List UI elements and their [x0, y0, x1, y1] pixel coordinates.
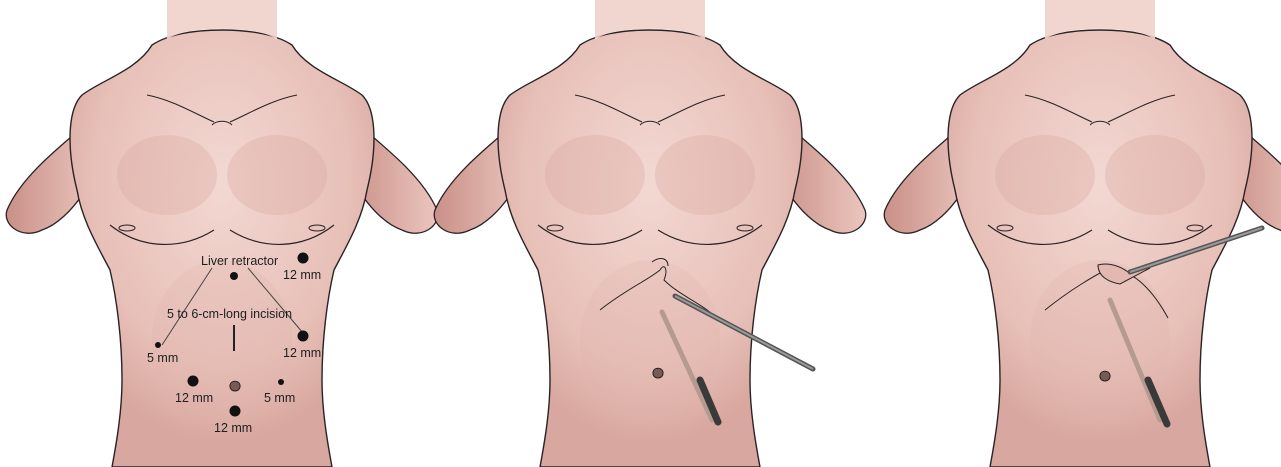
panel-instrument-view-2 [884, 0, 1281, 467]
label-port-lower-right: 5 mm [264, 391, 295, 405]
label-port-upper-right: 12 mm [283, 268, 321, 282]
port-upper-right [298, 253, 309, 264]
port-lower-left [188, 376, 199, 387]
label-port-left: 5 mm [147, 351, 178, 365]
port-liver-retractor [230, 272, 238, 280]
panel-port-placement: Liver retractor 12 mm 5 to 6-cm-long inc… [6, 0, 438, 467]
label-port-bottom: 12 mm [214, 421, 252, 435]
label-port-lower-left: 12 mm [175, 391, 213, 405]
panel-instrument-view-1 [434, 0, 866, 467]
label-liver-retractor: Liver retractor [201, 254, 278, 268]
label-incision: 5 to 6-cm-long incision [167, 307, 292, 321]
port-mid-right [298, 331, 309, 342]
port-left-5mm [155, 342, 161, 348]
port-bottom [230, 406, 241, 417]
label-port-mid-right: 12 mm [283, 346, 321, 360]
port-lower-right [278, 379, 284, 385]
